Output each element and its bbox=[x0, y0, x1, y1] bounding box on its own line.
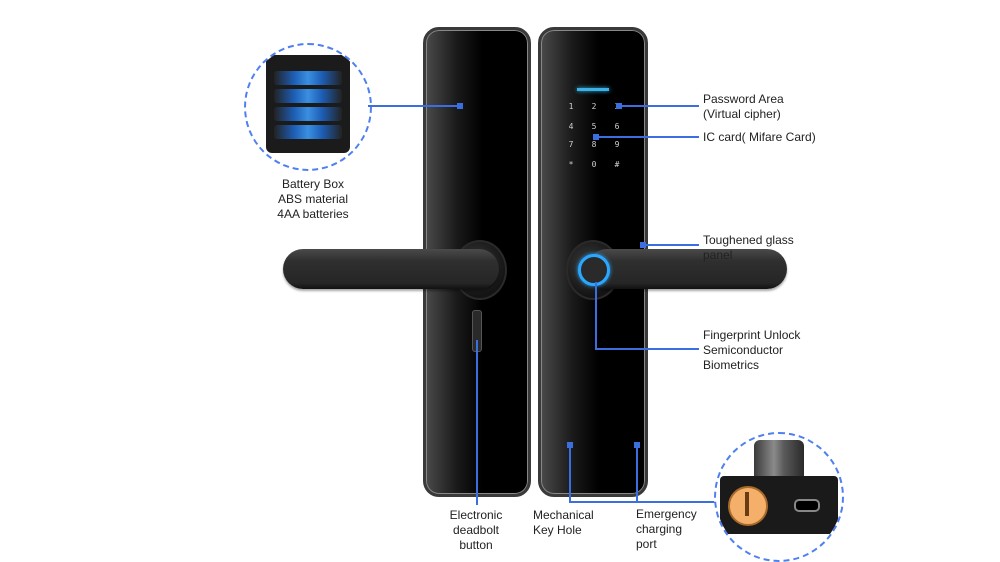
interior-handle bbox=[283, 249, 499, 289]
battery-2 bbox=[274, 89, 342, 103]
leader-fingerprint-h bbox=[595, 348, 699, 350]
leader-password bbox=[619, 105, 699, 107]
battery-4 bbox=[274, 125, 342, 139]
fingerprint-sensor[interactable] bbox=[578, 254, 610, 286]
keypad-key[interactable]: 6 bbox=[614, 122, 620, 131]
keypad-key[interactable]: 1 bbox=[568, 102, 574, 111]
leader-dot bbox=[634, 442, 640, 448]
status-light bbox=[577, 88, 609, 91]
leader-ic-card bbox=[596, 136, 699, 138]
leader-charging-v bbox=[636, 445, 638, 503]
leader-dot bbox=[457, 103, 463, 109]
charging-port-inset bbox=[714, 432, 844, 562]
keypad-key[interactable]: 8 bbox=[591, 140, 597, 149]
leader-glass bbox=[642, 244, 699, 246]
leader-battery bbox=[368, 105, 460, 107]
exterior-handle bbox=[587, 249, 787, 289]
key-hole-label: Mechanical Key Hole bbox=[533, 508, 594, 537]
leader-dot bbox=[593, 134, 599, 140]
keypad-key[interactable]: 4 bbox=[568, 122, 574, 131]
battery-1 bbox=[274, 71, 342, 85]
leader-deadbolt bbox=[476, 340, 478, 505]
leader-dot bbox=[616, 103, 622, 109]
battery-box-label: Battery Box ABS material 4AA batteries bbox=[277, 177, 349, 221]
fingerprint-label: Fingerprint Unlock Semiconductor Biometr… bbox=[703, 328, 801, 372]
leader-dot bbox=[640, 242, 646, 248]
lock-cylinder bbox=[754, 440, 804, 478]
keypad-key[interactable]: 7 bbox=[568, 140, 574, 149]
keypad-key[interactable]: 0 bbox=[591, 160, 597, 169]
keypad-key[interactable]: 2 bbox=[591, 102, 597, 111]
deadbolt-label: Electronic deadbolt button bbox=[449, 508, 503, 552]
battery-compartment bbox=[266, 55, 350, 153]
charging-port-label: Emergency charging port bbox=[636, 507, 697, 551]
leader-bottom-h bbox=[569, 501, 717, 503]
leader-fingerprint-v bbox=[595, 282, 597, 350]
leader-keyhole-v bbox=[569, 445, 571, 503]
key-slot bbox=[745, 492, 749, 516]
password-area-label: Password Area (Virtual cipher) bbox=[703, 92, 784, 121]
ic-card-label: IC card( Mifare Card) bbox=[703, 130, 816, 144]
keypad-key[interactable]: # bbox=[614, 160, 620, 169]
keypad-key[interactable]: 9 bbox=[614, 140, 620, 149]
battery-3 bbox=[274, 107, 342, 121]
toughened-glass-label: Toughened glass panel bbox=[703, 233, 794, 262]
keypad-key[interactable]: * bbox=[568, 160, 574, 169]
battery-box-inset bbox=[244, 43, 372, 171]
usb-c-port[interactable] bbox=[794, 499, 820, 512]
leader-dot bbox=[567, 442, 573, 448]
keypad-key[interactable]: 5 bbox=[591, 122, 597, 131]
